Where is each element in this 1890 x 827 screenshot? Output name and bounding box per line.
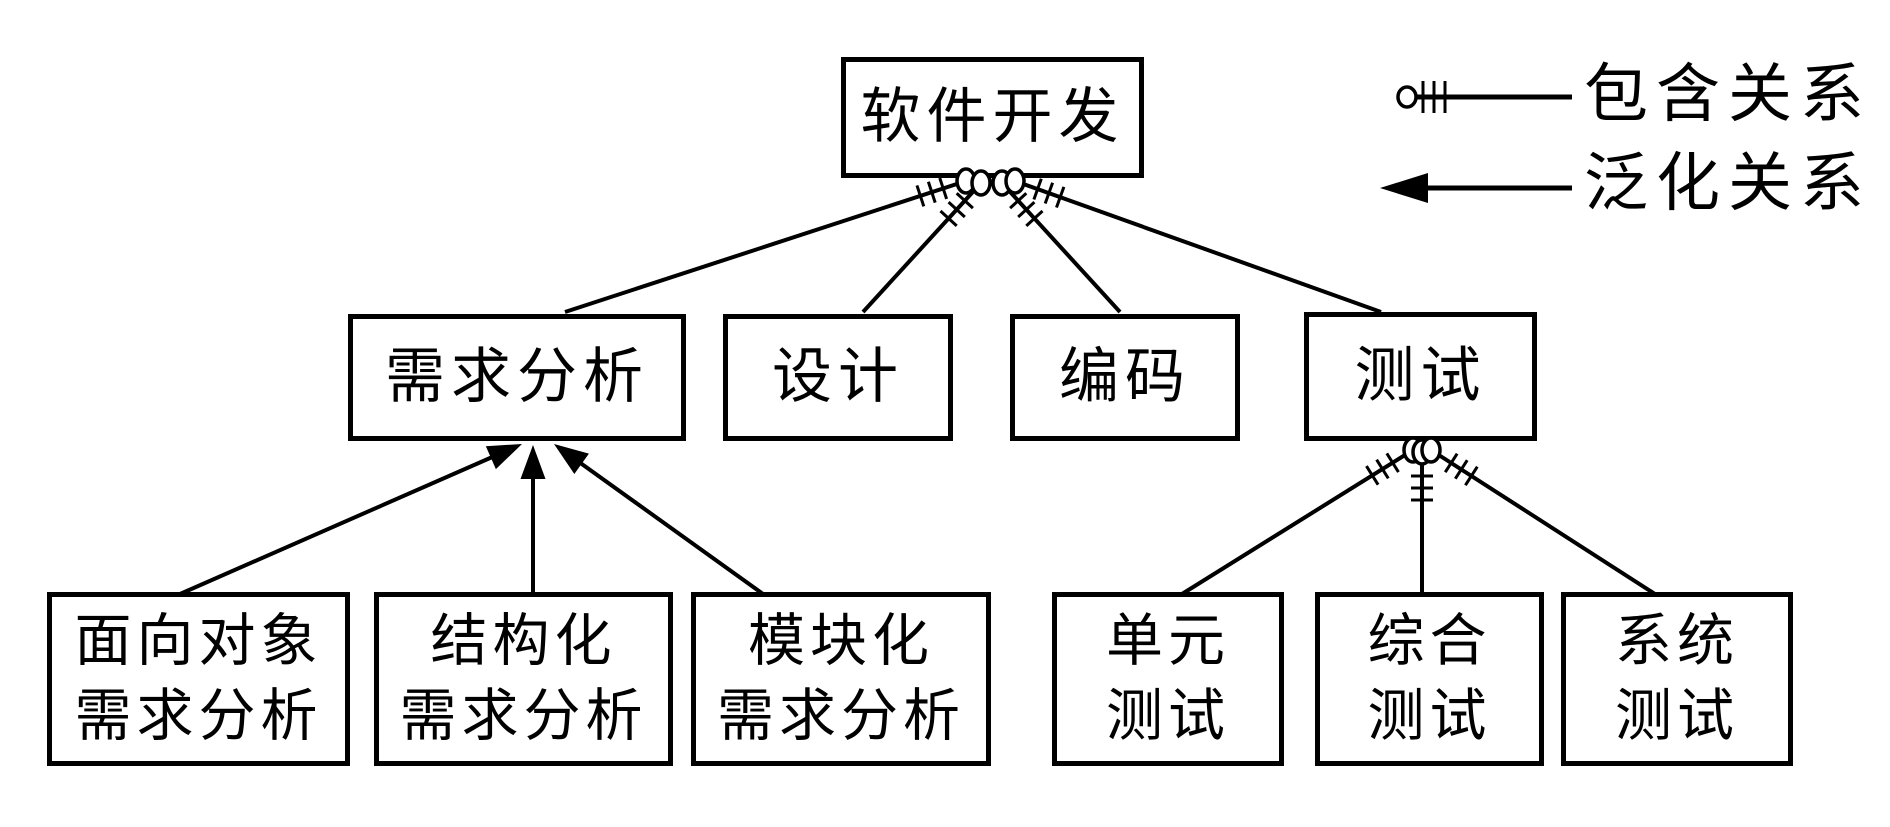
- node-integration-testing: 综合 测试: [1315, 592, 1544, 766]
- legend-containment-label: 包含关系: [1584, 59, 1872, 130]
- node-oo-requirements-analysis: 面向对象 需求分析: [47, 592, 350, 766]
- generalization-arrowhead-icon: [554, 444, 589, 474]
- node-label-line2: 测试: [1367, 685, 1492, 748]
- node-coding: 编码: [1010, 314, 1240, 441]
- containment-hatch-tick: [1464, 465, 1479, 487]
- node-unit-testing: 单元 测试: [1052, 592, 1284, 766]
- containment-hatch-tick: [1375, 458, 1390, 480]
- node-label-line2: 测试: [1106, 685, 1230, 748]
- legend-generalization-arrowhead-icon: [1380, 173, 1428, 203]
- containment-hatch-tick: [938, 177, 949, 200]
- node-label: 设计: [772, 344, 904, 410]
- node-label-line1: 单元: [1106, 609, 1230, 673]
- node-label: 需求分析: [385, 344, 649, 410]
- containment-hatch-tick: [955, 192, 974, 210]
- legend-generalization-label: 泛化关系: [1584, 148, 1872, 219]
- containment-edge: [1180, 448, 1415, 596]
- node-system-testing: 系统 测试: [1561, 592, 1793, 766]
- containment-edge: [1014, 179, 1382, 314]
- containment-hatch-tick: [1055, 186, 1066, 209]
- containment-hatch-tick: [926, 181, 937, 204]
- containment-circle-icon: [1420, 436, 1442, 464]
- node-design: 设计: [723, 314, 953, 441]
- containment-hatch-tick: [1017, 201, 1036, 219]
- containment-edge: [1429, 448, 1657, 596]
- containment-edge: [564, 179, 967, 314]
- containment-hatch-tick: [1032, 178, 1043, 200]
- containment-hatch-tick: [1009, 192, 1028, 210]
- node-label-line1: 系统: [1615, 609, 1739, 673]
- legend-containment-circle-icon: [1396, 85, 1418, 109]
- generalization-edge: [179, 453, 498, 596]
- node-testing: 测试: [1304, 312, 1537, 441]
- node-structured-requirements-analysis: 结构化 需求分析: [374, 592, 673, 766]
- generalization-arrowhead-icon: [485, 444, 522, 470]
- node-label-line2: 需求分析: [74, 685, 323, 748]
- containment-hatch-tick: [939, 209, 958, 227]
- containment-hatch-tick: [1043, 182, 1055, 204]
- containment-circle-icon: [1402, 436, 1424, 464]
- node-root: 软件开发: [841, 57, 1144, 178]
- node-label-line1: 面向对象: [74, 609, 323, 673]
- containment-hatch-tick: [1443, 452, 1459, 474]
- containment-hatch-tick: [947, 201, 966, 219]
- node-label: 编码: [1059, 344, 1191, 410]
- node-label-line2: 测试: [1615, 685, 1739, 748]
- node-label-line2: 需求分析: [717, 685, 965, 748]
- node-label: 测试: [1354, 343, 1487, 409]
- node-label: 软件开发: [860, 84, 1125, 150]
- node-label-line1: 综合: [1367, 609, 1492, 673]
- containment-hatch-tick: [1365, 465, 1380, 486]
- node-label-line1: 模块化: [748, 609, 934, 673]
- node-requirements-analysis: 需求分析: [348, 314, 686, 441]
- containment-edge: [1000, 181, 1122, 314]
- generalization-edge: [575, 458, 765, 596]
- containment-edge: [861, 181, 983, 314]
- containment-hatch-tick: [1454, 459, 1469, 480]
- containment-hatch-tick: [1385, 452, 1400, 473]
- node-label-line1: 结构化: [430, 609, 617, 673]
- generalization-arrowhead-icon: [520, 445, 546, 479]
- containment-hatch-tick: [915, 184, 926, 207]
- node-label-line2: 需求分析: [399, 685, 648, 748]
- containment-circle-icon: [1411, 438, 1433, 466]
- containment-hatch-tick: [1025, 209, 1044, 227]
- node-modular-requirements-analysis: 模块化 需求分析: [691, 592, 991, 766]
